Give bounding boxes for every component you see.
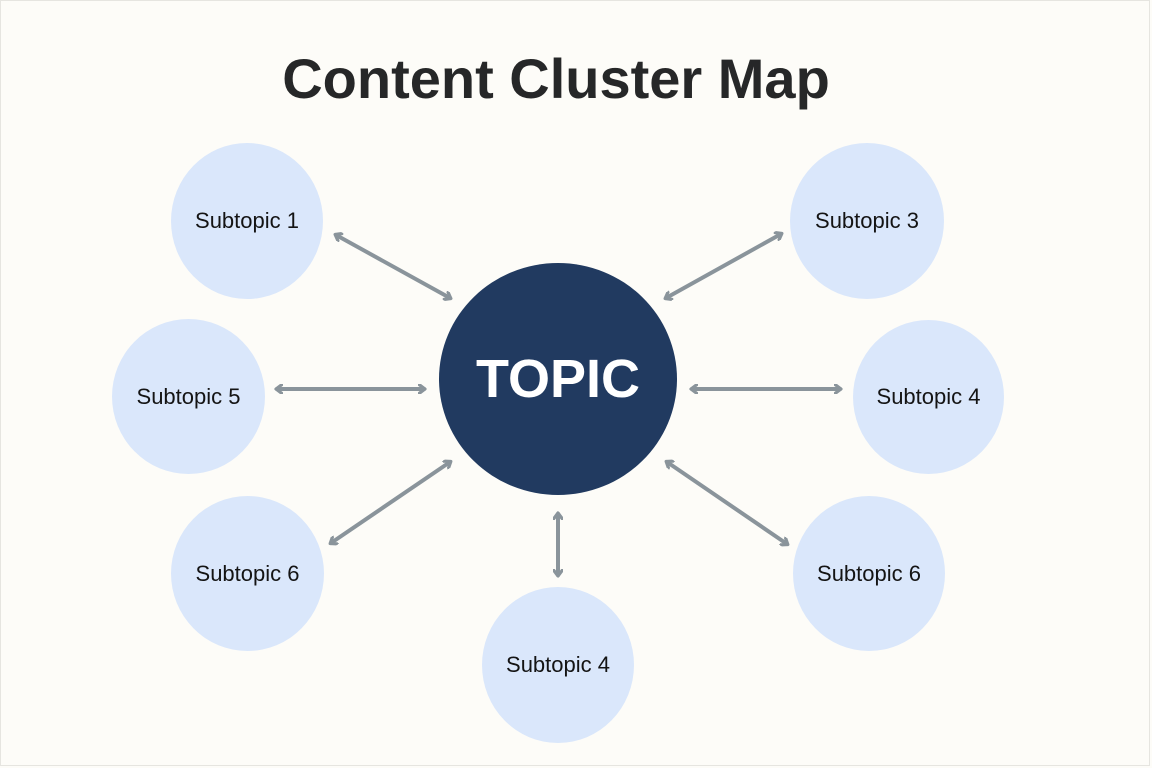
connector-arrow-top-left: [336, 235, 450, 298]
diagram-title: Content Cluster Map: [282, 47, 830, 110]
topic-label: TOPIC: [475, 349, 641, 409]
subtopic-label: Subtopic 4: [876, 384, 981, 409]
subtopic-label: Subtopic 5: [136, 383, 241, 409]
topic-node[interactable]: TOPIC: [439, 263, 677, 495]
subtopic-node-bottom-right[interactable]: Subtopic 6: [793, 496, 945, 651]
subtopic-label: Subtopic 3: [815, 208, 919, 233]
connector-arrow-bottom-left: [331, 462, 450, 543]
subtopic-label: Subtopic 4: [506, 652, 610, 677]
subtopic-node-mid-right[interactable]: Subtopic 4: [853, 320, 1004, 474]
subtopic-label: Subtopic 6: [817, 560, 921, 586]
subtopic-node-top-right[interactable]: Subtopic 3: [790, 143, 944, 299]
connector-arrow-top-right: [666, 234, 781, 298]
connector-arrow-bottom-right: [667, 462, 787, 544]
subtopic-node-bottom-center[interactable]: Subtopic 4: [482, 587, 634, 743]
subtopic-label: Subtopic 6: [195, 560, 300, 586]
subtopic-node-top-left[interactable]: Subtopic 1: [171, 143, 323, 299]
subtopic-label: Subtopic 1: [195, 208, 299, 233]
subtopic-node-mid-left[interactable]: Subtopic 5: [112, 319, 265, 474]
subtopic-node-bottom-left[interactable]: Subtopic 6: [171, 496, 324, 651]
